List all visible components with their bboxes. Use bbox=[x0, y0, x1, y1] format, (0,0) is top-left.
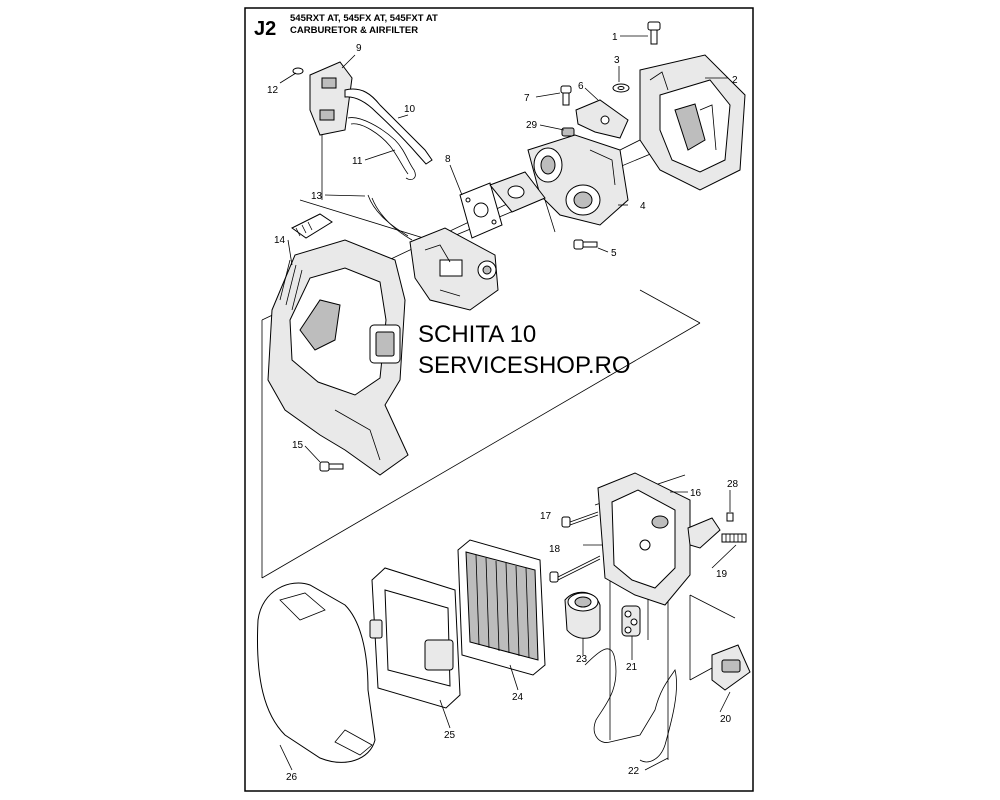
part-7-bolt bbox=[560, 85, 572, 106]
model-list: 545RXT AT, 545FX AT, 545FXT AT bbox=[290, 13, 438, 24]
callout-7: 7 bbox=[524, 93, 530, 104]
callout-23: 23 bbox=[576, 654, 588, 665]
part-11-cable bbox=[347, 117, 416, 180]
callout-5: 5 bbox=[611, 248, 617, 259]
part-24-pleated-filter bbox=[457, 539, 546, 676]
callout-22: 22 bbox=[628, 766, 640, 777]
watermark-line-2: SERVICESHOP.RO bbox=[418, 352, 631, 379]
part-17-bolt bbox=[561, 511, 599, 528]
part-18-bolt bbox=[549, 555, 601, 583]
part-26-filter-cover bbox=[257, 582, 376, 763]
callout-3: 3 bbox=[614, 55, 620, 66]
callouts: 1 2 3 4 5 6 7 8 9 10 11 12 13 14 15 16 1… bbox=[267, 32, 739, 783]
callout-21: 21 bbox=[626, 662, 638, 673]
callout-12: 12 bbox=[267, 85, 279, 96]
diagram-title: CARBURETOR & AIRFILTER bbox=[290, 25, 418, 36]
part-9-trigger-housing bbox=[309, 61, 353, 136]
callout-24: 24 bbox=[512, 692, 524, 703]
callout-4: 4 bbox=[640, 201, 646, 212]
page-frame bbox=[244, 7, 754, 792]
part-8-gasket bbox=[459, 182, 503, 239]
insulator-block bbox=[489, 171, 556, 233]
part-10-cable bbox=[344, 88, 433, 165]
callout-2: 2 bbox=[732, 75, 738, 86]
part-21-grommet bbox=[621, 605, 641, 637]
part-4-intake bbox=[527, 134, 629, 226]
part-15-screw bbox=[319, 461, 344, 472]
part-14-spring-clip bbox=[291, 213, 333, 239]
callout-1: 1 bbox=[612, 32, 618, 43]
callout-13: 13 bbox=[311, 191, 323, 202]
carburetor bbox=[409, 227, 499, 311]
part-29-nut bbox=[561, 127, 575, 137]
part-14-housing bbox=[267, 239, 409, 476]
part-19-spring bbox=[721, 533, 747, 543]
part-25-filter-frame bbox=[369, 567, 461, 709]
part-13-wire bbox=[367, 194, 413, 241]
part-6-lever bbox=[575, 99, 629, 139]
callout-25: 25 bbox=[444, 730, 456, 741]
callout-17: 17 bbox=[540, 511, 552, 522]
part-5-bolt bbox=[573, 239, 598, 250]
part-22-gasket bbox=[584, 648, 677, 763]
callout-10: 10 bbox=[404, 104, 416, 115]
callout-29: 29 bbox=[526, 120, 538, 131]
callout-11: 11 bbox=[352, 156, 363, 167]
callout-18: 18 bbox=[549, 544, 561, 555]
callout-9: 9 bbox=[356, 43, 362, 54]
callout-20: 20 bbox=[720, 714, 732, 725]
part-12-screw bbox=[292, 67, 304, 75]
callout-14: 14 bbox=[274, 235, 286, 246]
section-code: J2 bbox=[254, 18, 276, 40]
part-23-intake-boot bbox=[564, 591, 601, 639]
part-1-bolt bbox=[647, 21, 661, 45]
choke-lever bbox=[687, 517, 721, 549]
part-20-knob bbox=[711, 644, 751, 691]
callout-28: 28 bbox=[727, 479, 739, 490]
part-16-filter-base bbox=[597, 472, 691, 606]
callout-19: 19 bbox=[716, 569, 728, 580]
watermark-line-1: SCHITA 10 bbox=[418, 321, 536, 348]
callout-16: 16 bbox=[690, 488, 702, 499]
callout-26: 26 bbox=[286, 772, 298, 783]
callout-8: 8 bbox=[445, 154, 451, 165]
callout-6: 6 bbox=[578, 81, 584, 92]
part-28-screw bbox=[726, 512, 734, 522]
part-3-washer bbox=[612, 83, 630, 93]
part-2-bracket bbox=[639, 54, 746, 191]
leader-lines bbox=[279, 35, 737, 771]
callout-15: 15 bbox=[292, 440, 304, 451]
